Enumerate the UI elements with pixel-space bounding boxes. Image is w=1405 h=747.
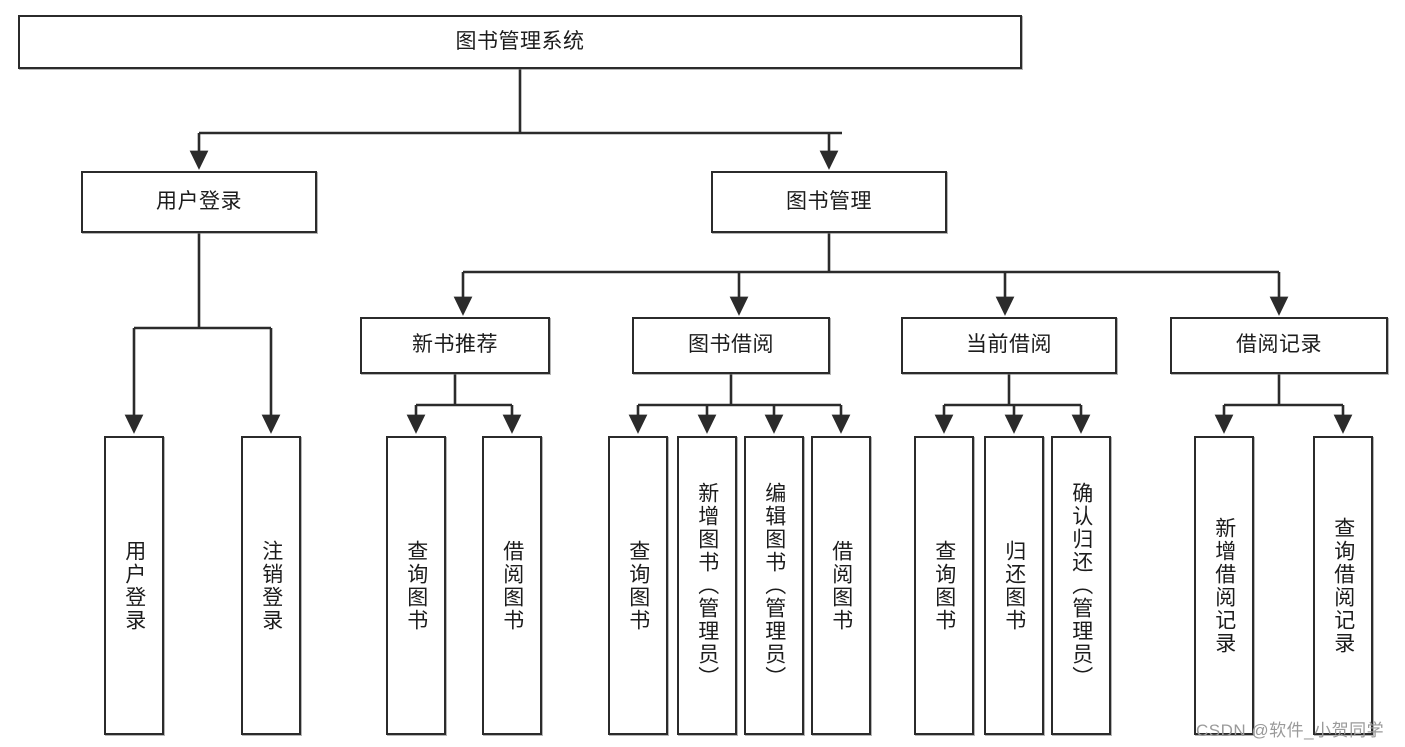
leaf-node-label: 编辑图书（管理员）: [762, 482, 786, 689]
leaf-node[interactable]: 查询借阅记录: [1313, 436, 1373, 735]
node-current-borrow-label: 当前借阅: [966, 333, 1052, 357]
leaf-node[interactable]: 归还图书: [984, 436, 1044, 735]
leaf-node[interactable]: 查询图书: [386, 436, 446, 735]
leaf-node[interactable]: 新增图书（管理员）: [677, 436, 737, 735]
node-user-login[interactable]: 用户登录: [81, 171, 317, 233]
node-book-borrow[interactable]: 图书借阅: [632, 317, 830, 374]
leaf-node[interactable]: 注销登录: [241, 436, 301, 735]
leaf-node-label: 新增借阅记录: [1212, 516, 1236, 655]
leaf-node[interactable]: 借阅图书: [811, 436, 871, 735]
leaf-node-label: 借阅图书: [829, 539, 853, 632]
leaf-node[interactable]: 确认归还（管理员）: [1051, 436, 1111, 735]
node-new-book-recommend[interactable]: 新书推荐: [360, 317, 550, 374]
node-book-management-label: 图书管理: [786, 189, 872, 213]
leaf-node-label: 借阅图书: [500, 539, 524, 632]
csdn-watermark: CSDN @软件_小贺同学: [1196, 721, 1385, 740]
node-root[interactable]: 图书管理系统: [18, 15, 1022, 69]
node-root-label: 图书管理系统: [455, 29, 585, 53]
node-borrow-record[interactable]: 借阅记录: [1170, 317, 1388, 374]
leaf-node[interactable]: 编辑图书（管理员）: [744, 436, 804, 735]
node-new-book-recommend-label: 新书推荐: [412, 333, 498, 357]
leaf-node[interactable]: 新增借阅记录: [1194, 436, 1254, 735]
leaf-node-label: 新增图书（管理员）: [695, 482, 719, 689]
leaf-node-label: 用户登录: [122, 539, 146, 632]
leaf-node[interactable]: 查询图书: [914, 436, 974, 735]
node-book-borrow-label: 图书借阅: [688, 333, 774, 357]
node-borrow-record-label: 借阅记录: [1236, 333, 1322, 357]
leaf-node-label: 查询图书: [932, 539, 956, 632]
leaf-node-label: 查询借阅记录: [1331, 516, 1355, 655]
node-current-borrow[interactable]: 当前借阅: [901, 317, 1117, 374]
leaf-node[interactable]: 借阅图书: [482, 436, 542, 735]
leaf-node[interactable]: 用户登录: [104, 436, 164, 735]
leaf-node-label: 注销登录: [259, 539, 283, 632]
leaf-node-label: 归还图书: [1002, 539, 1026, 632]
leaf-node[interactable]: 查询图书: [608, 436, 668, 735]
node-book-management[interactable]: 图书管理: [711, 171, 947, 233]
leaf-node-label: 查询图书: [626, 539, 650, 632]
leaf-node-label: 确认归还（管理员）: [1069, 482, 1093, 689]
node-user-login-label: 用户登录: [156, 189, 242, 213]
leaf-node-label: 查询图书: [404, 539, 428, 632]
